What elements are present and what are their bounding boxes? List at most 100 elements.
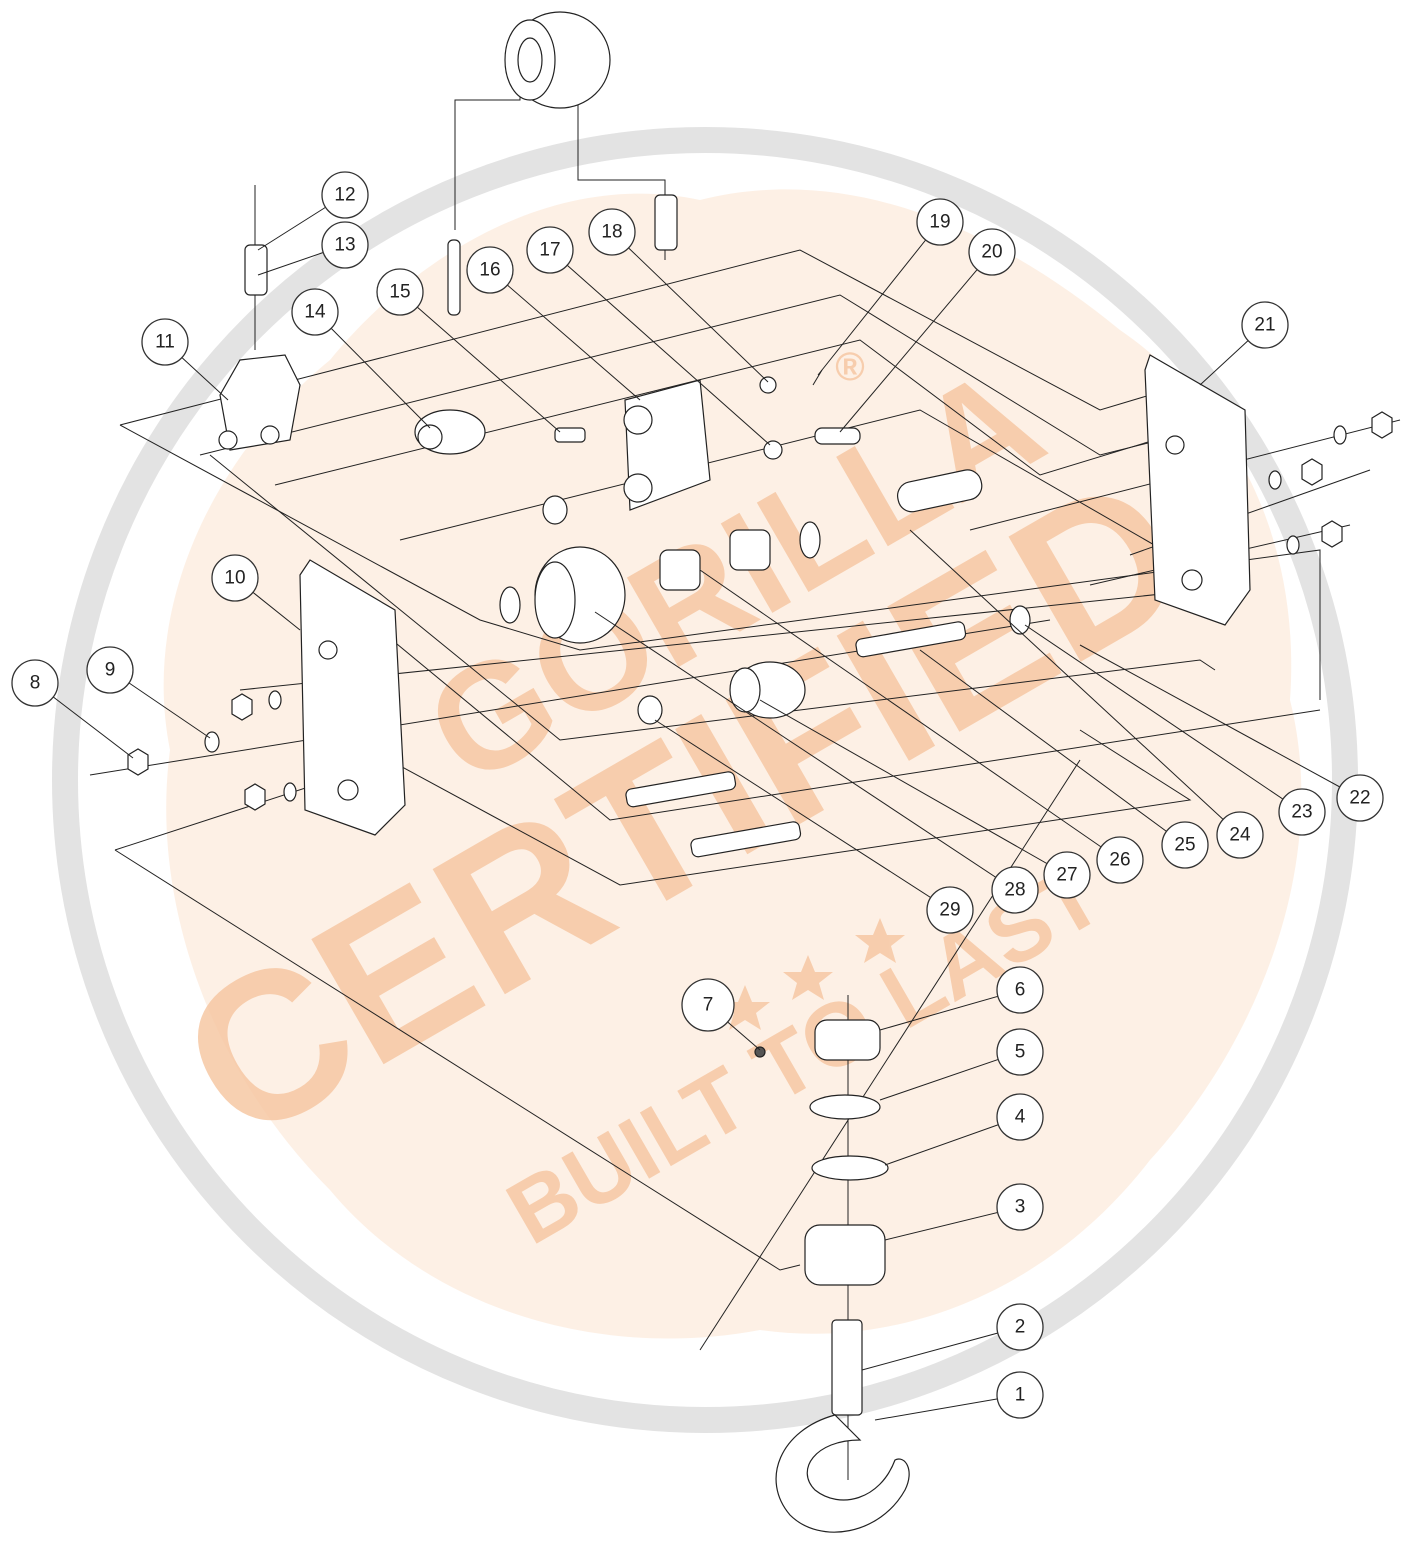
assembly-line <box>119 424 1321 700</box>
plate-10 <box>299 559 406 836</box>
callouts: 1 2 3 4 5 6 7 8 9 10 11 12 13 14 15 16 1… <box>11 171 1384 1419</box>
callout-label: 10 <box>224 568 245 589</box>
nut-right-mid <box>1301 458 1323 486</box>
callout-label: 6 <box>1015 980 1026 1001</box>
sprocket-26 <box>534 546 626 644</box>
callout-label: 4 <box>1015 1107 1026 1128</box>
callout-17: 17 <box>526 226 574 274</box>
nut-18 <box>759 376 777 394</box>
callout-label: 29 <box>939 900 960 921</box>
callout-18: 18 <box>588 208 636 256</box>
collar-6 <box>814 1019 881 1061</box>
callout-label: 20 <box>981 242 1002 263</box>
pulley-28 <box>729 661 806 719</box>
assembly-line <box>119 249 1151 426</box>
callout-label: 24 <box>1229 825 1251 846</box>
parts <box>127 11 1393 1533</box>
pin-15 <box>554 427 586 443</box>
assembly-line <box>699 759 1081 1351</box>
washer-right-low <box>1286 535 1300 555</box>
callout-3: 3 <box>996 1183 1044 1231</box>
washer-left-mid <box>268 690 282 710</box>
callout-9: 9 <box>86 646 134 694</box>
callout-label: 5 <box>1015 1042 1026 1063</box>
bushing-29 <box>637 695 663 725</box>
nut-8 <box>127 748 149 776</box>
callout-10: 10 <box>211 554 259 602</box>
callout-28: 28 <box>991 866 1039 914</box>
block-16 <box>623 379 711 511</box>
callout-label: 27 <box>1056 865 1077 886</box>
callout-26: 26 <box>1096 836 1144 884</box>
star-icon <box>720 985 770 1030</box>
callout-23: 23 <box>1278 788 1326 836</box>
callout-label: 8 <box>30 673 41 694</box>
thrust-bearing-4 <box>811 1155 889 1181</box>
washer-right-top <box>1333 425 1347 445</box>
watermark-stars <box>720 918 905 1030</box>
top-sprocket <box>504 11 611 109</box>
bearing-27b <box>729 529 771 571</box>
callout-13: 13 <box>321 221 369 269</box>
callout-label: 17 <box>539 240 560 261</box>
assembly-line <box>274 339 1221 486</box>
callout-29: 29 <box>926 886 974 934</box>
assembly-line <box>209 454 1216 741</box>
callout-6: 6 <box>996 966 1044 1014</box>
callout-4: 4 <box>996 1093 1044 1141</box>
bearing-27a <box>659 549 701 591</box>
hook-assembly <box>754 1019 910 1533</box>
callout-24: 24 <box>1216 811 1264 859</box>
assembly-line <box>114 849 801 1271</box>
callout-25: 25 <box>1161 821 1209 869</box>
washer-5 <box>809 1094 881 1120</box>
callout-label: 22 <box>1349 788 1370 809</box>
callout-8: 8 <box>11 659 59 707</box>
callout-1: 1 <box>996 1371 1044 1419</box>
callout-5: 5 <box>996 1028 1044 1076</box>
plate-21 <box>1144 354 1251 626</box>
spring-left <box>244 244 268 296</box>
callout-label: 23 <box>1291 802 1312 823</box>
shaft-lower-a <box>625 771 737 808</box>
nut-left-mid <box>231 693 253 721</box>
part-14 <box>414 409 486 455</box>
snap-ring-right <box>799 521 821 559</box>
callout-14: 14 <box>291 288 339 336</box>
callout-7: 7 <box>681 978 735 1032</box>
assembly-line <box>379 729 1192 886</box>
callout-19: 19 <box>916 198 964 246</box>
star-icon <box>855 918 905 963</box>
chain-left <box>447 239 461 316</box>
callout-12: 12 <box>321 171 369 219</box>
nut-left-low <box>244 783 266 811</box>
washer-right-mid <box>1268 470 1282 490</box>
callout-label: 13 <box>334 235 355 256</box>
star-icon <box>783 955 833 1000</box>
nut-right-low <box>1321 520 1343 548</box>
assembly-line <box>239 589 1201 691</box>
callout-15: 15 <box>376 268 424 316</box>
callout-label: 3 <box>1015 1197 1026 1218</box>
callout-label: 26 <box>1109 850 1130 871</box>
callout-22: 22 <box>1336 774 1384 822</box>
callout-label: 11 <box>155 332 175 353</box>
watermark-registered: ® <box>835 345 864 389</box>
callout-16: 16 <box>466 246 514 294</box>
callout-label: 19 <box>929 212 950 233</box>
callout-label: 1 <box>1015 1385 1026 1406</box>
callout-21: 21 <box>1241 301 1289 349</box>
shaft-25 <box>855 621 967 658</box>
washer-9 <box>204 731 220 753</box>
yoke-3 <box>804 1224 886 1286</box>
hook-shank-2 <box>831 1319 863 1416</box>
callout-label: 2 <box>1015 1317 1026 1338</box>
callout-11: 11 <box>141 318 189 366</box>
callout-label: 25 <box>1174 835 1195 856</box>
callout-label: 28 <box>1004 880 1025 901</box>
bushing <box>542 495 568 525</box>
washer-17 <box>763 440 783 460</box>
callout-label: 12 <box>334 185 355 206</box>
washer-23 <box>1009 605 1031 635</box>
